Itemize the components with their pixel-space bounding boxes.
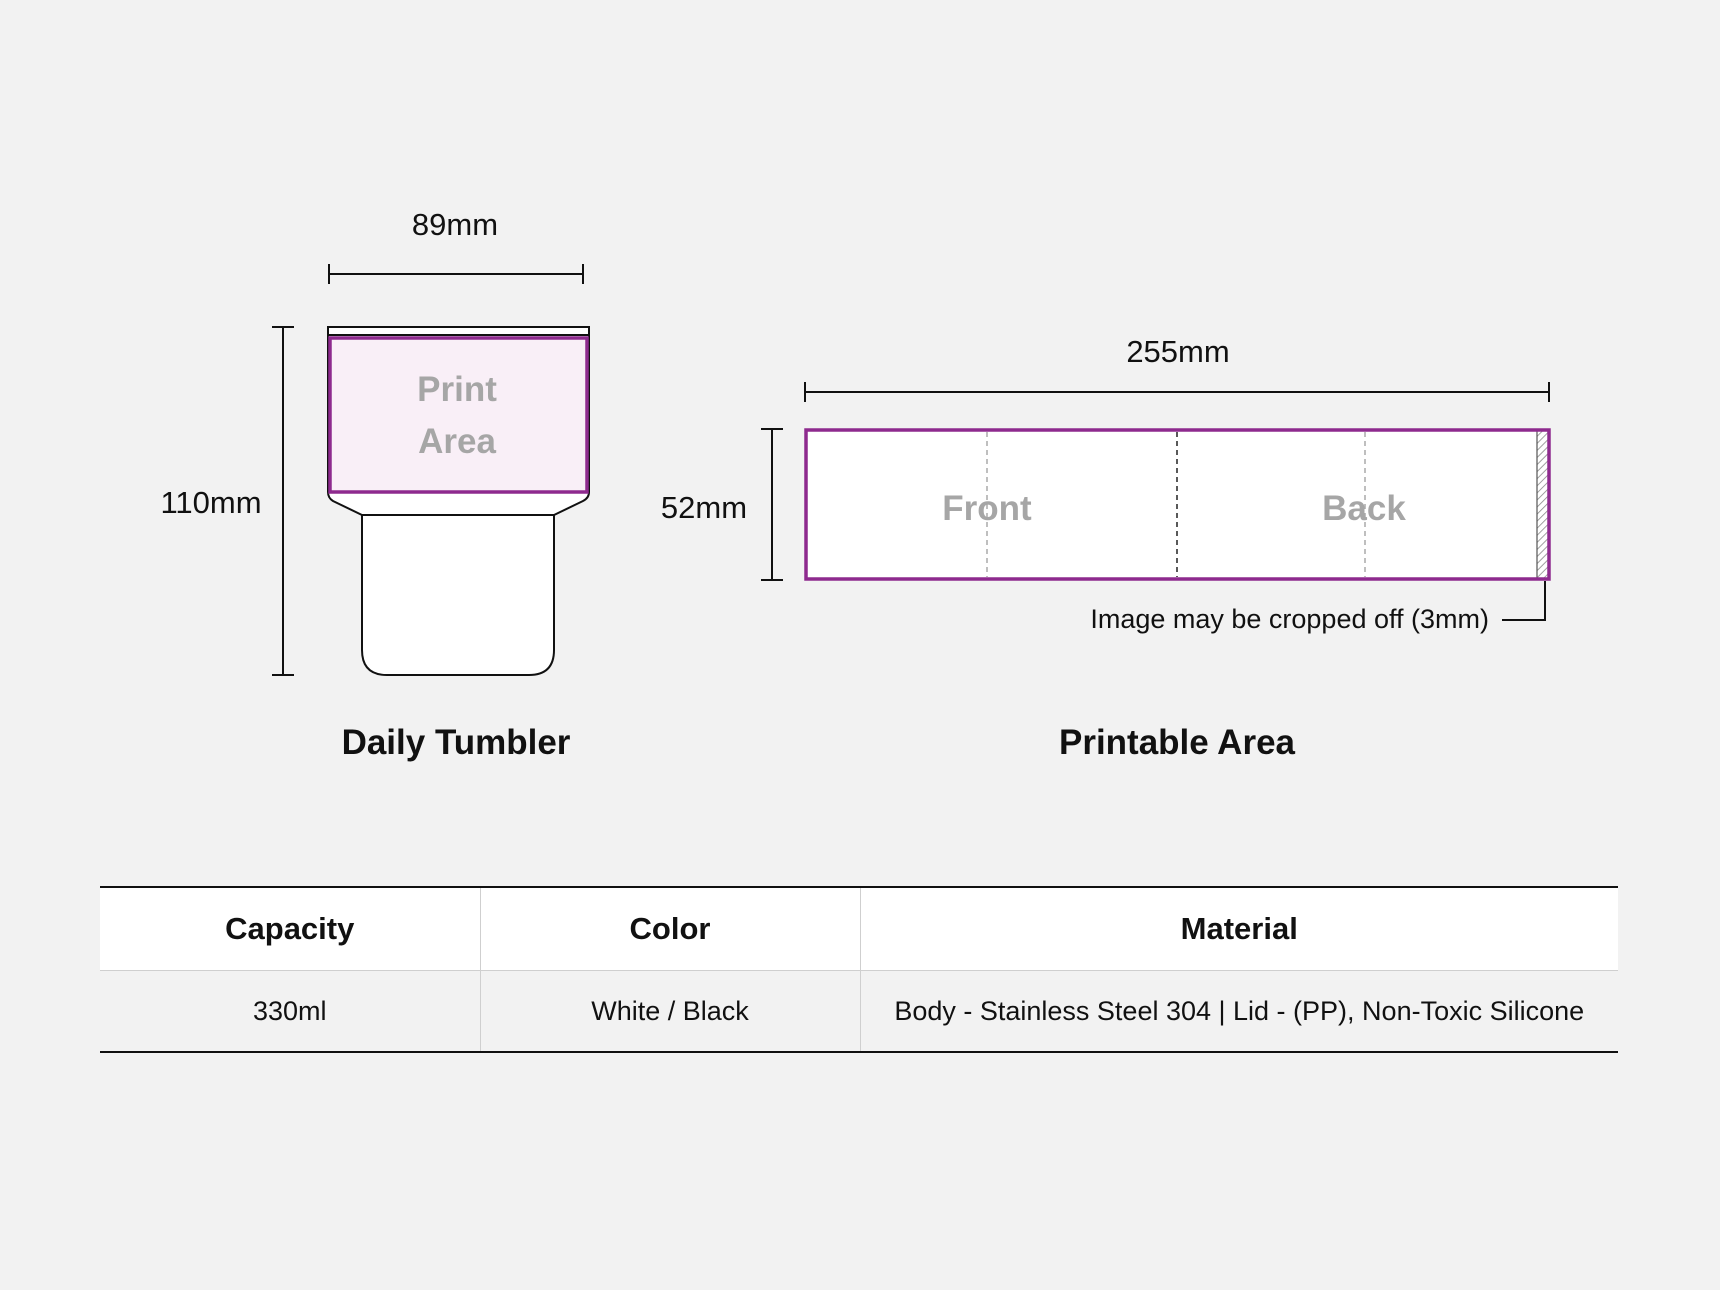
print-area-label-line1: Print (417, 370, 497, 409)
tumbler-width-label: 89mm (412, 207, 498, 242)
specs-header-material: Material (860, 887, 1618, 971)
printable-height-label: 52mm (661, 490, 747, 525)
specs-material-value: Body - Stainless Steel 304 | Lid - (PP),… (860, 970, 1618, 1052)
tumbler-height-dimension (272, 326, 294, 676)
tumbler-body (361, 514, 555, 676)
specs-capacity-value: 330ml (100, 970, 481, 1052)
tumbler-title: Daily Tumbler (342, 723, 571, 762)
crop-note-leader (1502, 581, 1546, 621)
tumbler-width-dimension (328, 264, 584, 284)
specs-header-capacity: Capacity (100, 887, 481, 971)
specs-header-color: Color (480, 887, 861, 971)
front-label: Front (942, 489, 1032, 528)
specs-color-value: White / Black (480, 970, 861, 1052)
crop-note: Image may be cropped off (3mm) (1090, 604, 1489, 634)
print-area-label-line2: Area (418, 422, 496, 461)
printable-height-dimension (761, 428, 783, 581)
tumbler-print-area (328, 336, 589, 494)
table-row: 330ml White / Black Body - Stainless Ste… (100, 970, 1618, 1052)
specs-header-row: Capacity Color Material (100, 887, 1618, 971)
printable-title: Printable Area (1059, 723, 1296, 762)
back-label: Back (1322, 489, 1406, 528)
crop-margin-hatch (1537, 430, 1549, 579)
printable-area-border (804, 428, 1551, 581)
spec-diagram: 89mm 110mm Print Area Daily Tumbler 255m… (160, 207, 1551, 762)
printable-width-dimension (804, 382, 1550, 402)
printable-width-label: 255mm (1126, 334, 1229, 369)
specs-table: Capacity Color Material 330ml White / Bl… (100, 886, 1618, 1053)
tumbler-height-label: 110mm (160, 485, 261, 520)
